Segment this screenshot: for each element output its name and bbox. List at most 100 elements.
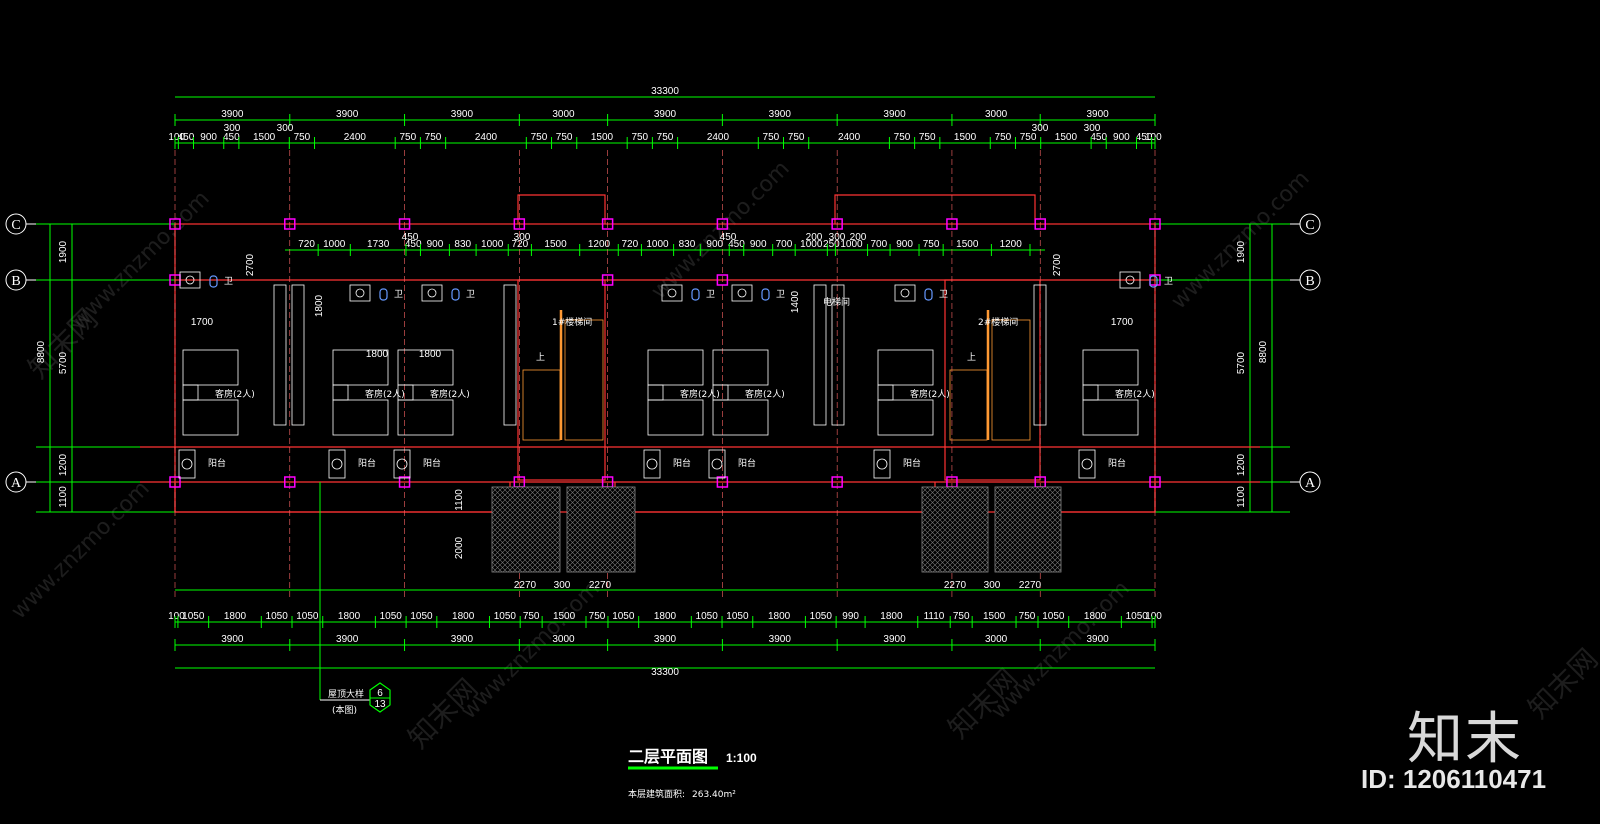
wardrobe-3 [813,284,827,426]
inner-detail-dim-12: 830 [679,239,696,250]
top-dimension-chain [175,96,1155,251]
top-bay-dim-7: 3000 [985,109,1008,120]
column-6-2 [831,476,843,488]
bottom-bay-dim-1: 3900 [336,634,359,645]
right-dim-5700: 5700 [1236,351,1247,374]
toilet-0 [178,449,196,479]
bed-2-b [397,399,454,436]
offset-dim-3: 300 [1032,123,1049,134]
bottom-detail-dim-20: 1800 [880,611,903,622]
watermark-text-4: www.znzmo.com [7,476,155,624]
washbasin-1 [421,284,443,302]
urinal-icon-1 [451,288,460,301]
bath-label-3: 卫 [776,290,785,300]
bottom-detail-dim-28: 100 [1145,611,1162,622]
top-detail-dim-28: 100 [1145,132,1162,143]
bed-1-b [332,399,389,436]
inner-detail-dim-15: 900 [750,239,767,250]
bed-6-b [1082,399,1139,436]
axis-bubbles [5,213,1321,493]
watermark-text-2: www.znzmo.com [647,156,795,304]
bottom-detail-dim-16: 1050 [726,611,749,622]
toilet-bowl-2 [396,458,408,470]
nightstand-4 [712,384,729,401]
nightstand-6 [1082,384,1099,401]
top-detail-dim-12: 1500 [591,132,614,143]
bottom-bay-dim-3: 3000 [552,634,575,645]
top-bay-dim-5: 3900 [769,109,792,120]
bottom-detail-dim-18: 1050 [810,611,833,622]
toilet-bowl-5 [876,458,888,470]
top-detail-dim-3: 450 [223,132,240,143]
bed-5-a [877,349,934,386]
wardrobe-1 [291,284,305,426]
toilet-3 [643,449,661,479]
top-detail-dim-1: 450 [178,132,195,143]
urinal-icon-3 [761,288,770,301]
bottom-detail-dim-22: 750 [953,611,970,622]
room-label-bedroom-0: 客房(2人) [215,388,255,400]
washbasin-0 [349,284,371,302]
bottom-detail-dim-26: 1800 [1084,611,1107,622]
stair-2-up-label: 上 [967,352,976,363]
area-value: 263.40m² [692,790,736,800]
bottom-detail-dim-25: 1050 [1042,611,1065,622]
watermark-cn-4: 知末网 [1522,642,1600,725]
toilet-bowl-1 [331,458,343,470]
drawing-title: 二层平面图 [628,747,708,766]
inner-detail-dim-10: 720 [622,239,639,250]
inner-detail-dim-6: 1000 [481,239,504,250]
top-bay-dim-1: 3900 [336,109,359,120]
top-detail-dim-24: 1500 [1055,132,1078,143]
inner-detail-dim-17: 1000 [800,239,823,250]
inner-detail-dim-19: 1000 [840,239,863,250]
inner-detail-dim-14: 450 [728,239,745,250]
axis-label-a-right: A [1305,476,1316,491]
room-label-balcony-6: 阳台 [1108,457,1126,469]
room-label-balcony-4: 阳台 [738,457,756,469]
bottom-bay-dim-0: 3900 [221,634,244,645]
column-3-0 [513,218,526,230]
misc-dim-2000: 2000 [454,536,465,559]
bottom-detail-dim-0: 100 [168,611,185,622]
toilet-4 [708,449,726,479]
bottom-detail-dim-8: 1800 [452,611,475,622]
axis-label-b-right: B [1305,274,1314,289]
washbasin-5 [179,271,201,289]
axis-label-c-right: C [1305,218,1314,233]
watermark-brand: 知末 [1407,707,1523,772]
urinal-icon-6 [1149,275,1158,288]
column-7-0 [946,218,958,230]
stair-2-label: 2#楼梯间 [978,316,1018,328]
misc-dim-1800-b: 1800 [419,349,442,360]
room-label-balcony-2: 阳台 [423,457,441,469]
bottom-bay-dim-5: 3900 [769,634,792,645]
inner-detail-dim-16: 700 [776,239,793,250]
bottom-detail-dim-7: 1050 [410,611,433,622]
callout-num: 6 [377,688,383,699]
wardrobe-5 [1033,284,1047,426]
inner-detail-dim-7: 720 [511,239,528,250]
right-dim-8800: 8800 [1258,340,1269,363]
stair-width-1: 2270 [514,580,537,591]
washbasin-bowl-2 [667,288,677,298]
column-5-2 [716,476,729,488]
washbasin-bowl-4 [900,288,910,298]
axis-label-b-left: B [11,274,20,289]
bottom-detail-dim-24: 750 [1019,611,1036,622]
offset-dim-1: 300 [224,123,241,134]
inner-detail-dim-9: 1200 [588,239,611,250]
washbasin-2 [661,284,683,302]
watermark-id: ID: 1206110471 [1361,764,1547,794]
washbasin-bowl-3 [737,288,747,298]
washbasin-bowl-5 [185,275,195,285]
bed-0-b [182,399,239,436]
column-4-1 [601,274,614,286]
detail-callout [319,482,391,713]
misc-dim-1700-right: 1700 [1111,317,1134,328]
toilet-1 [328,449,346,479]
column-6-0 [831,218,843,230]
stair-width-4: 2270 [944,580,967,591]
bottom-detail-dim-17: 1800 [768,611,791,622]
